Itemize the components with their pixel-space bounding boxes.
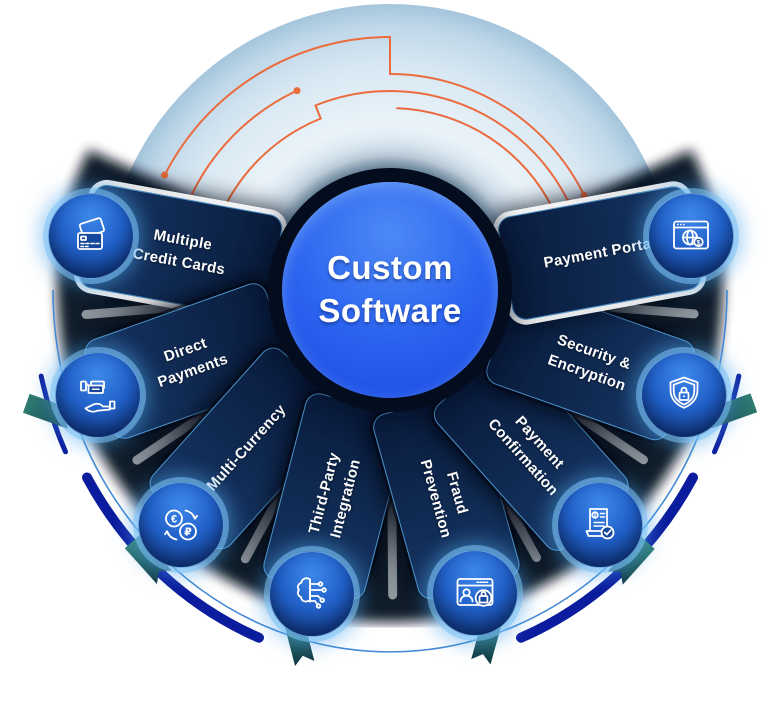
icon-circle-security-encryption: [641, 352, 727, 438]
icon-circle-payment-portal: $: [648, 193, 734, 279]
segment-label: Third-Party Integration: [305, 450, 364, 540]
icon-circle-payment-confirmation: [557, 482, 643, 568]
segment-label: Fraud Prevention: [417, 457, 472, 540]
thin-outer-arc: [52, 289, 728, 653]
center-title: Custom Software: [318, 249, 462, 329]
brain-circuit-icon: [296, 577, 327, 609]
currency-exchange-icon: € ₽: [164, 509, 198, 541]
segment-label: Payment Portal: [542, 233, 657, 271]
segment-label: Multiple Credit Cards: [131, 226, 227, 278]
swoosh-arcs: [38, 373, 742, 643]
circuit-traces: [163, 35, 585, 219]
icon-circle-fraud-prevention: [432, 550, 518, 636]
svg-text:₽: ₽: [184, 527, 192, 539]
credit-cards-icon: [77, 217, 105, 250]
invoice-check-icon: [585, 508, 615, 540]
browser-globe-dollar-icon: $: [673, 220, 709, 250]
browser-user-lock-icon: [456, 578, 494, 607]
svg-text:€: €: [171, 514, 177, 526]
segment-label: Payment Confirmation: [484, 412, 568, 499]
shield-lock-icon: [669, 376, 699, 409]
icon-circle-third-party-integration: [269, 551, 355, 637]
svg-text:$: $: [696, 238, 701, 247]
hand-money-icon: [80, 380, 116, 413]
icon-circle-multi-currency: € ₽: [138, 482, 224, 568]
segment-label: Multi-Currency: [203, 400, 290, 495]
icon-circle-direct-payments: [55, 352, 141, 438]
segment-label: Direct Payments: [155, 334, 230, 391]
center-hub: Custom Software: [282, 182, 498, 398]
icon-circle-multiple-credit-cards: [48, 193, 134, 279]
segment-label: Security & Encryption: [545, 330, 634, 394]
